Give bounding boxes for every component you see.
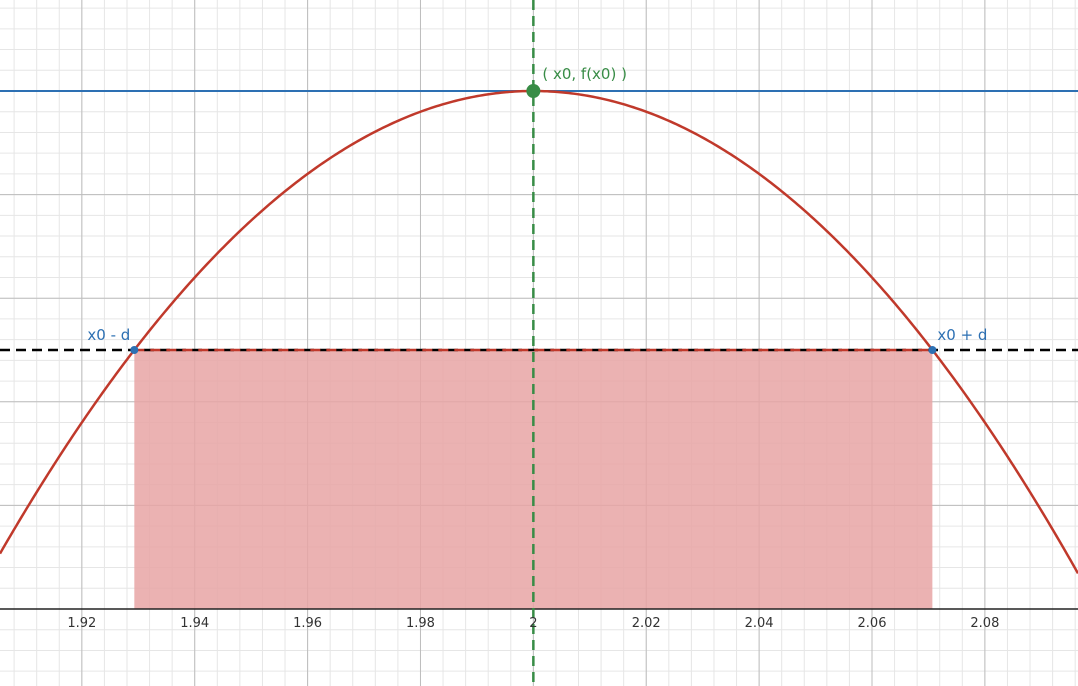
- x-tick-label: 2.06: [858, 616, 887, 631]
- point-marker: [130, 346, 139, 354]
- point-marker: [526, 84, 541, 98]
- point-label: x0 - d: [87, 326, 130, 344]
- point-label: x0 + d: [937, 326, 987, 344]
- point-label: ( x0, f(x0) ): [542, 65, 627, 83]
- x-tick-label: 2: [529, 616, 537, 631]
- x-tick-label: 2.04: [745, 616, 774, 631]
- x-tick-label: 2.02: [632, 616, 661, 631]
- point-marker: [928, 346, 937, 354]
- x-tick-label: 2.08: [970, 616, 999, 631]
- x-tick-label: 1.96: [293, 616, 322, 631]
- x-tick-label: 1.94: [180, 616, 209, 631]
- x-tick-label: 1.92: [67, 616, 96, 631]
- x-tick-label: 1.98: [406, 616, 435, 631]
- points: ( x0, f(x0) ) x0 - d x0 + d: [87, 65, 987, 354]
